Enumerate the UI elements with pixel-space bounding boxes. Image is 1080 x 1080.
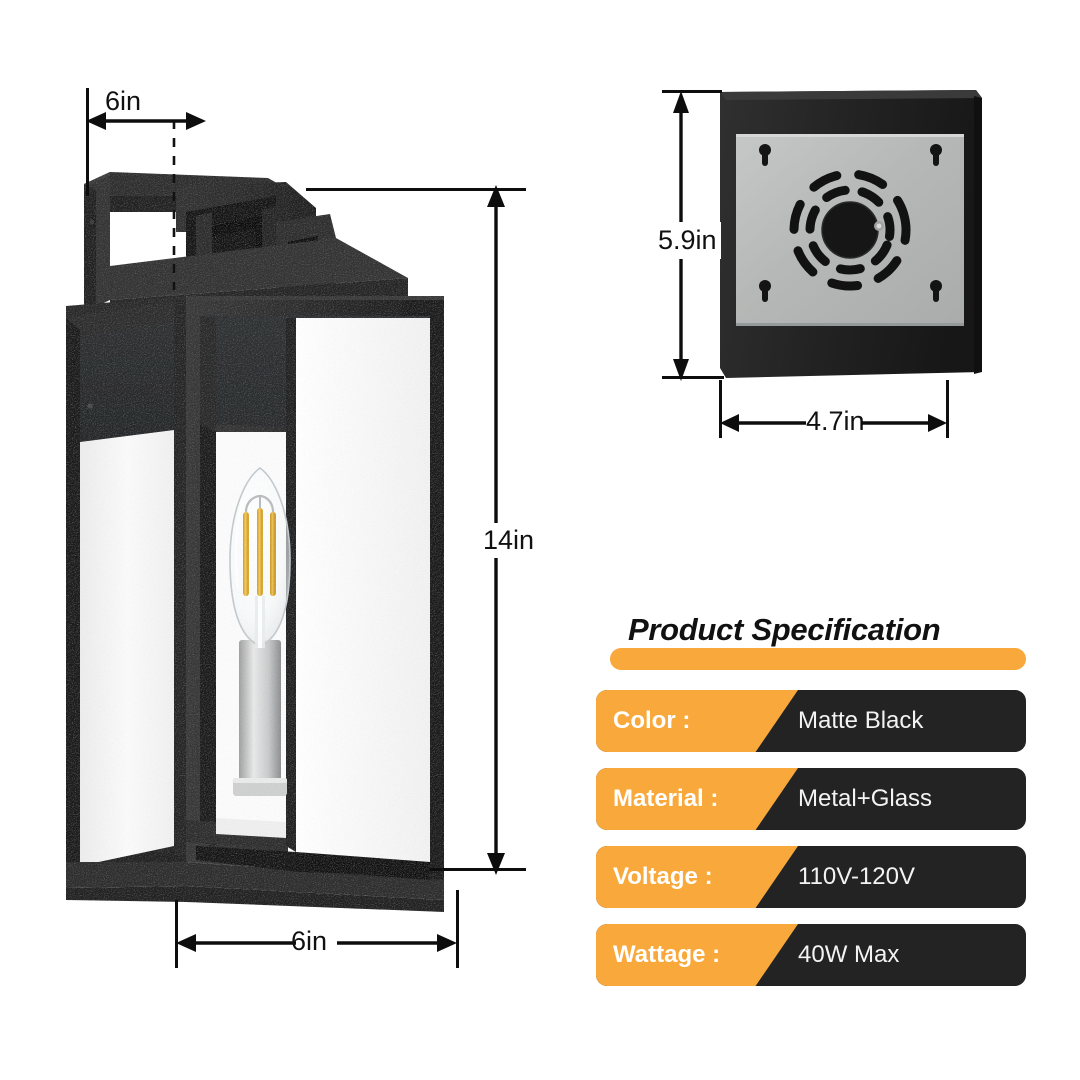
spec-row-voltage: Voltage : 110V-120V [596, 846, 1026, 908]
dim-label-lamp-width: 6in [291, 926, 328, 956]
dim-arrow-plate-left [720, 414, 806, 432]
dim-ext-line-height-bottom [430, 868, 526, 871]
spec-value-label: Metal+Glass [798, 785, 933, 812]
vent-pattern [789, 169, 911, 291]
spec-key-label: Material : [613, 785, 719, 812]
dim-label-plate-height: 5.9in [654, 222, 721, 259]
lantern-svg [66, 172, 444, 912]
spec-title-underline-bar [610, 648, 1026, 670]
dim-ext-line-top-left [86, 88, 89, 196]
dim-label-lamp-height: 14in [477, 523, 541, 558]
dim-ext-line-plate-bottom [662, 376, 724, 379]
dim-ext-line-bottom-left [175, 900, 178, 968]
dim-label-lamp-depth: 6in [105, 86, 142, 116]
spec-row-material: Material : Metal+Glass [596, 768, 1026, 830]
dim-arrow-bottom-right [337, 934, 457, 952]
dim-arrow-plate-right [861, 414, 947, 432]
spec-key-label: Color : [613, 707, 691, 734]
mounting-plate-svg [720, 90, 982, 378]
dim-ext-line-plate-top [662, 90, 722, 93]
spec-value-label: 40W Max [798, 941, 900, 968]
spec-value-label: Matte Black [798, 707, 924, 734]
dim-label-plate-width: 4.7in [806, 406, 865, 436]
spec-row-wattage: Wattage : 40W Max [596, 924, 1026, 986]
lantern-geometry [66, 172, 444, 912]
dim-ext-line-bottom-right [456, 890, 459, 968]
dim-ext-line-plate-right [946, 380, 949, 438]
dim-ext-line-height-top [306, 188, 526, 191]
spec-key-label: Voltage : [613, 863, 713, 890]
wall-lantern-illustration [0, 0, 560, 1010]
dim-arrow-top-6in [86, 112, 206, 130]
spec-row-color: Color : Matte Black [596, 690, 1026, 752]
spec-title-block: Product Specification [596, 612, 1026, 674]
keyhole-slots [759, 144, 942, 302]
spec-key-label: Wattage : [613, 941, 721, 968]
dim-arrow-bottom-left [176, 934, 296, 952]
spec-value-label: 110V-120V [798, 863, 915, 890]
mounting-plate-illustration [718, 90, 984, 378]
dim-ext-line-plate-left [719, 380, 722, 438]
product-specification-panel: Product Specification Color : Matte Blac… [596, 612, 1026, 986]
page-title: Product Specification [628, 612, 941, 647]
